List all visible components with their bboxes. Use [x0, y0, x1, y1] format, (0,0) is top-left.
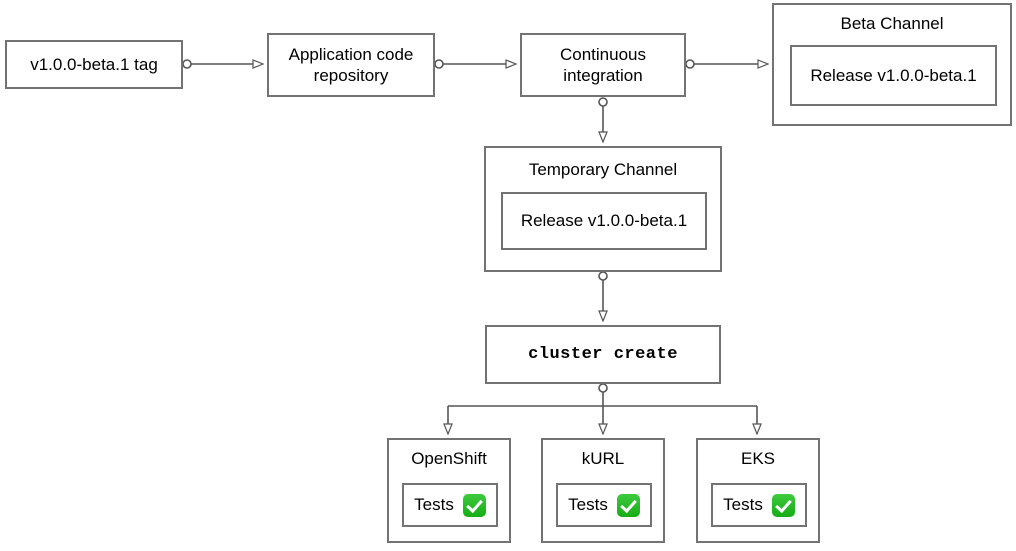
node-cluster-create[interactable]: cluster create — [485, 325, 721, 384]
node-beta-channel-release[interactable]: Release v1.0.0-beta.1 — [790, 45, 997, 106]
node-temporary-channel[interactable]: Temporary Channel Release v1.0.0-beta.1 — [484, 146, 722, 272]
node-openshift-title: OpenShift — [411, 449, 487, 468]
node-kurl-tests-label: Tests — [568, 495, 608, 515]
node-eks-tests-label: Tests — [723, 495, 763, 515]
node-eks[interactable]: EKS Tests — [696, 438, 820, 543]
node-cluster-create-label: cluster create — [528, 344, 678, 364]
node-version-tag[interactable]: v1.0.0-beta.1 tag — [5, 40, 183, 89]
node-openshift-tests-label: Tests — [414, 495, 454, 515]
node-kurl-title: kURL — [581, 449, 625, 468]
node-beta-channel[interactable]: Beta Channel Release v1.0.0-beta.1 — [772, 3, 1012, 126]
node-continuous-integration[interactable]: Continuous integration — [520, 33, 686, 97]
node-application-code-repository-label: Application code repository — [288, 44, 414, 85]
green-check-icon — [462, 493, 486, 517]
edge-ci-to-temporary-channel — [599, 97, 607, 141]
node-kurl[interactable]: kURL Tests — [541, 438, 665, 543]
edge-repo-to-ci — [434, 60, 515, 68]
node-openshift-tests[interactable]: Tests — [402, 483, 498, 527]
node-eks-title: EKS — [740, 449, 776, 468]
node-kurl-tests[interactable]: Tests — [556, 483, 652, 527]
node-openshift[interactable]: OpenShift Tests — [387, 438, 511, 543]
edge-ci-to-beta-channel — [685, 60, 767, 68]
node-version-tag-label: v1.0.0-beta.1 tag — [30, 54, 158, 74]
edge-temporary-channel-to-cluster-create — [599, 271, 607, 320]
green-check-icon — [771, 493, 795, 517]
node-temporary-channel-title: Temporary Channel — [528, 160, 678, 179]
node-continuous-integration-label: Continuous integration — [559, 44, 646, 85]
edge-cluster-create-to-targets — [448, 383, 757, 433]
node-beta-channel-title: Beta Channel — [840, 14, 944, 33]
node-temporary-channel-release[interactable]: Release v1.0.0-beta.1 — [501, 192, 707, 250]
green-check-icon — [616, 493, 640, 517]
node-temporary-channel-release-label: Release v1.0.0-beta.1 — [520, 211, 688, 231]
node-beta-channel-release-label: Release v1.0.0-beta.1 — [810, 65, 977, 85]
node-application-code-repository[interactable]: Application code repository — [267, 33, 435, 97]
edge-tag-to-repo — [182, 60, 262, 68]
node-eks-tests[interactable]: Tests — [711, 483, 807, 527]
